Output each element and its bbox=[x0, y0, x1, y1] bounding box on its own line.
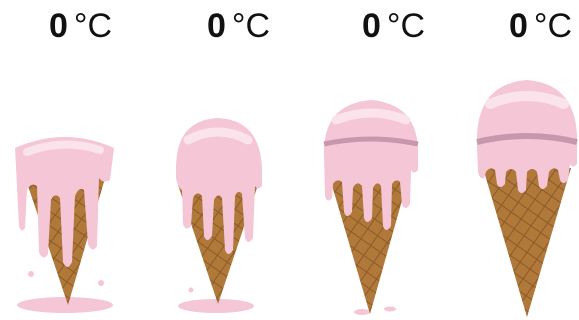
drip-drop bbox=[98, 280, 104, 286]
ice-cream-cone-melted-more bbox=[176, 118, 262, 313]
ice-cream-cone-melted-slightly bbox=[324, 100, 418, 315]
melt-puddle bbox=[384, 307, 396, 312]
ice-cream-cone-frozen bbox=[477, 80, 577, 317]
melt-puddle bbox=[17, 297, 113, 313]
drip-drop bbox=[28, 271, 34, 277]
ice-cream-cone-melted-most bbox=[15, 137, 114, 313]
drip-drop bbox=[189, 288, 194, 293]
melt-puddle bbox=[178, 299, 254, 313]
melting-cream bbox=[15, 137, 114, 267]
waffle-cone bbox=[483, 168, 571, 317]
melt-puddle bbox=[354, 309, 370, 315]
